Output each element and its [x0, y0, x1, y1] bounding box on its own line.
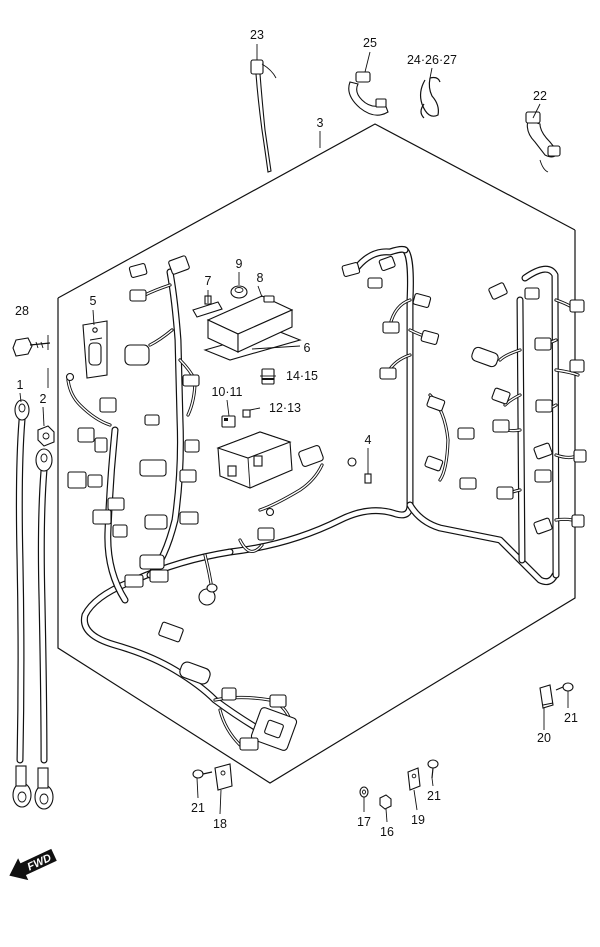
callout-22: 22 — [533, 89, 547, 103]
part-19-bracket — [407, 767, 421, 791]
part-5-holder — [82, 320, 108, 379]
callout-2: 2 — [40, 392, 47, 406]
callout-21-middle: 21 — [427, 789, 441, 803]
part-22-clamp — [525, 111, 561, 173]
part-4-connector-small — [364, 473, 372, 484]
part-2-nut — [37, 425, 55, 447]
callout-25: 25 — [363, 36, 377, 50]
fwd-label: FWD — [26, 852, 54, 873]
callout-19: 19 — [411, 813, 425, 827]
part-18-bracket — [214, 763, 233, 791]
callout-14-15: 14·15 — [286, 369, 318, 383]
callout-24-26-27: 24·26·27 — [407, 53, 457, 67]
fwd-direction-arrow: FWD — [9, 848, 57, 881]
callout-16: 16 — [380, 825, 394, 839]
callout-12-13: 12·13 — [269, 401, 301, 415]
callout-21-left: 21 — [191, 801, 205, 815]
callout-21-right: 21 — [564, 711, 578, 725]
second-battery-cable — [34, 448, 54, 810]
callout-28: 28 — [15, 304, 29, 318]
callout-3: 3 — [317, 116, 324, 130]
callout-6: 6 — [304, 341, 311, 355]
callout-labels: 23 25 24·26·27 22 3 7 9 8 5 28 6 14·15 1… — [15, 28, 578, 839]
part-21-bolt-c — [555, 682, 574, 692]
part-16-nut — [379, 794, 392, 810]
callout-23: 23 — [250, 28, 264, 42]
part-8-box — [206, 295, 294, 353]
callout-7: 7 — [205, 274, 212, 288]
part-24-26-27-clip — [419, 76, 441, 119]
part-17-washer — [359, 786, 369, 798]
assembly-outline — [57, 123, 576, 784]
part-9-grommet — [230, 285, 248, 299]
callout-9: 9 — [236, 257, 243, 271]
part-21-bolt-a — [192, 769, 213, 779]
callout-17: 17 — [357, 815, 371, 829]
callout-18: 18 — [213, 817, 227, 831]
part-28-bolt — [12, 337, 51, 357]
relay-box-housing — [216, 431, 293, 489]
callout-10-11: 10·11 — [211, 385, 242, 399]
harness-connectors — [65, 255, 587, 751]
leader-lines — [19, 44, 569, 823]
fwd-arrow-icon — [9, 848, 57, 881]
callout-4: 4 — [365, 433, 372, 447]
main-wire-harness — [80, 245, 560, 734]
part-21-bolt-b — [427, 759, 439, 779]
callout-5: 5 — [90, 294, 97, 308]
callout-20: 20 — [537, 731, 551, 745]
part-7-clip — [192, 295, 223, 318]
part-10-11-relay — [221, 415, 236, 428]
part-20-bracket — [539, 684, 554, 709]
part-12-13-fuse — [242, 409, 251, 418]
part-14-15-fuse — [261, 368, 275, 385]
part-25-clamp — [348, 71, 389, 116]
part-1-battery-cable — [12, 399, 32, 808]
callout-1: 1 — [17, 378, 24, 392]
callout-8: 8 — [257, 271, 264, 285]
part-23-cable-tie — [250, 59, 277, 173]
